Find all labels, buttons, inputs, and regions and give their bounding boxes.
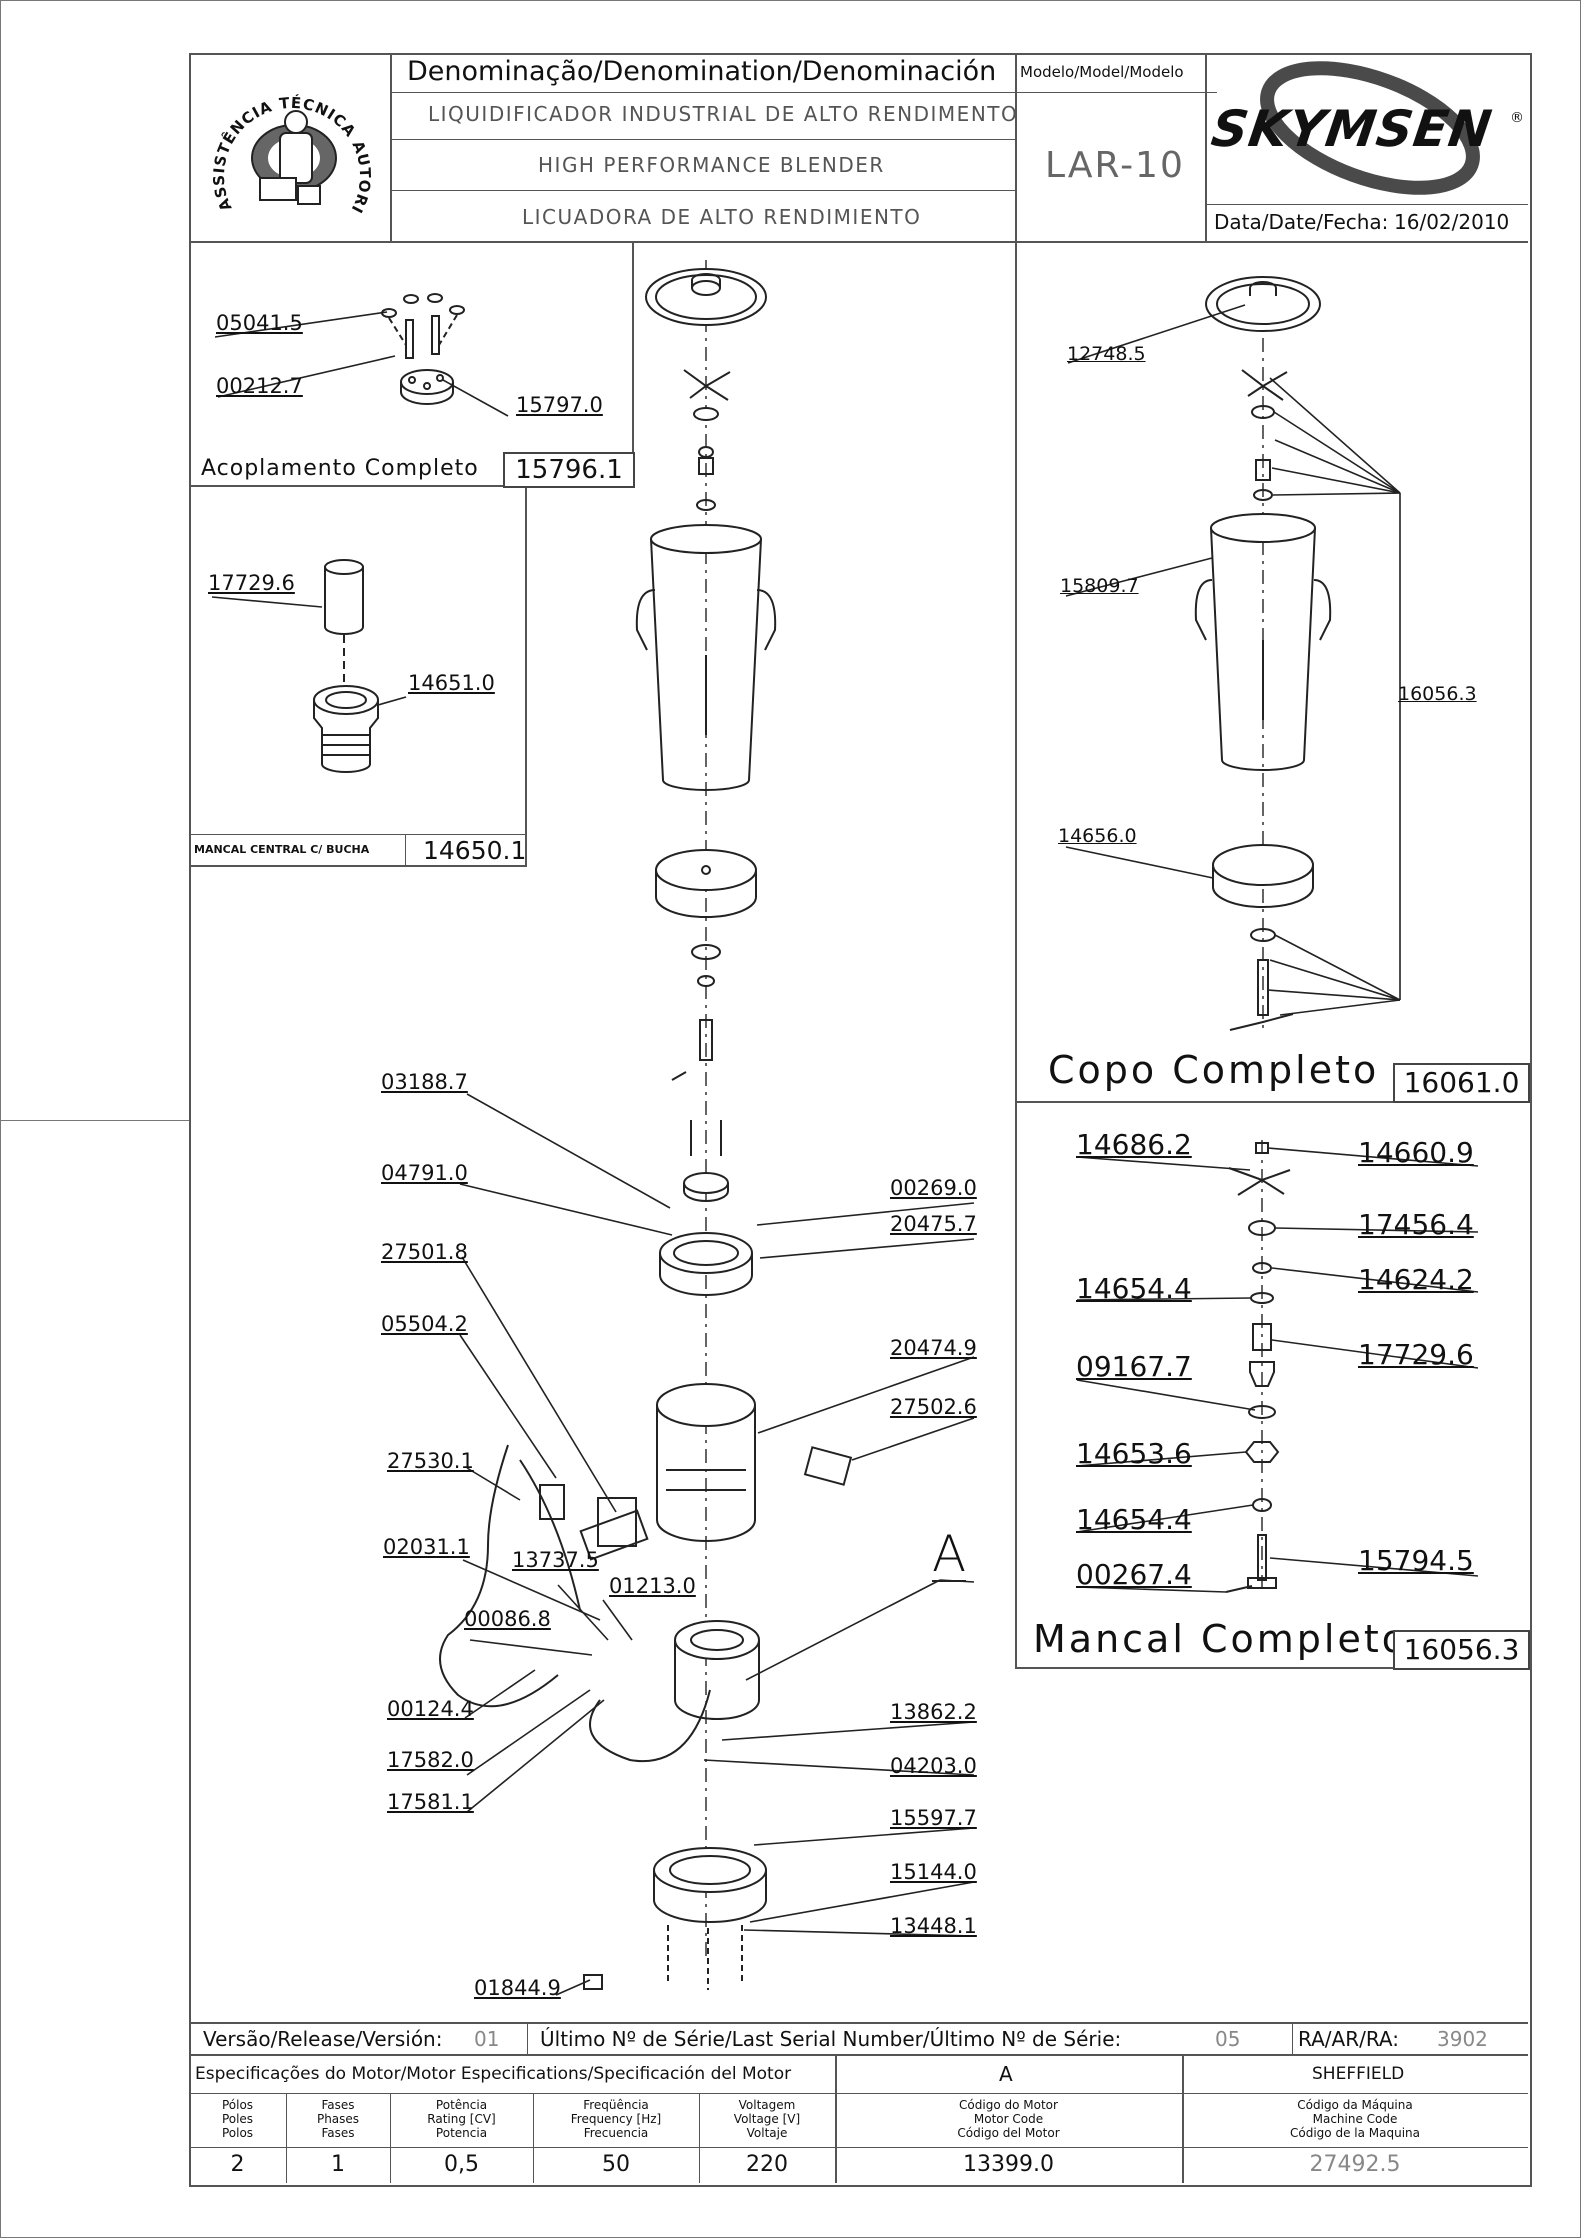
brand-logo: SKYMSEN ® (1207, 58, 1528, 198)
version-value: 01 (474, 2027, 500, 2051)
part-label: 20475.7 (890, 1212, 977, 1236)
coupling-code: 15796.1 (503, 452, 635, 488)
denomination-label: Denominação/Denomination/Denominación (407, 56, 997, 87)
part-label: 13448.1 (890, 1914, 977, 1938)
part-label: 27502.6 (890, 1395, 977, 1419)
serial-label: Último Nº de Série/Last Serial Number/Úl… (540, 2027, 1122, 2051)
model-value: LAR-10 (1045, 145, 1185, 186)
part-label: 15797.0 (516, 393, 603, 417)
part-label: 02031.1 (383, 1535, 470, 1559)
part-label: 17729.6 (1358, 1338, 1474, 1371)
ra-label: RA/AR/RA: (1298, 2027, 1399, 2051)
part-label: 27530.1 (387, 1449, 474, 1473)
spec-value: 13399.0 (963, 2152, 1054, 2177)
ra-value: 3902 (1437, 2027, 1488, 2051)
cup-title: Copo Completo (1048, 1048, 1380, 1092)
spec-value: 0,5 (444, 2152, 479, 2177)
part-label: 15144.0 (890, 1860, 977, 1884)
part-label: 14654.4 (1076, 1272, 1192, 1305)
motor-manufacturer: SHEFFIELD (1312, 2064, 1405, 2084)
part-label: 00212.7 (216, 374, 303, 398)
part-label: 00086.8 (464, 1607, 551, 1631)
motor-spec-label: Especificações do Motor/Motor Especifica… (195, 2064, 792, 2084)
part-label: 00267.4 (1076, 1558, 1192, 1591)
serial-value: 05 (1215, 2027, 1241, 2051)
part-label: 15809.7 (1060, 575, 1139, 597)
model-label: Modelo/Model/Modelo (1020, 63, 1184, 81)
cup-code: 16061.0 (1393, 1063, 1530, 1103)
mancal-title: Mancal Completo (1033, 1617, 1408, 1661)
spec-col-label: Voltagem Voltage [V] Voltaje (733, 2098, 801, 2140)
assistance-seal: ASSISTÊNCIA TÉCNICA AUTORIZADA (200, 58, 385, 238)
spec-col-label: Fases Phases Fases (316, 2098, 360, 2140)
part-label: 14656.0 (1058, 825, 1137, 847)
spec-col-label: Código do Motor Motor Code Código del Mo… (957, 2098, 1060, 2140)
part-label: 14654.4 (1076, 1503, 1192, 1536)
spec-col-label: Freqüência Frequency [Hz] Frecuencia (570, 2098, 662, 2140)
part-label: 17581.1 (387, 1790, 474, 1814)
part-label: 01213.0 (609, 1574, 696, 1598)
part-label: 16056.3 (1398, 683, 1477, 705)
spec-col-label: Potência Rating [CV] Potencia (427, 2098, 496, 2140)
part-label: 13737.5 (512, 1548, 599, 1572)
part-label: 17456.4 (1358, 1208, 1474, 1241)
part-label: 05041.5 (216, 311, 303, 335)
brand-name: SKYMSEN (1207, 100, 1496, 158)
part-label: 14686.2 (1076, 1128, 1192, 1161)
coupling-title: Acoplamento Completo (201, 456, 479, 481)
motor-type: A (999, 2062, 1013, 2086)
part-label: 04203.0 (890, 1754, 977, 1778)
spec-value: 50 (602, 2152, 630, 2177)
part-label: 04791.0 (381, 1161, 468, 1185)
version-label: Versão/Release/Versión: (203, 2027, 443, 2051)
name-english: HIGH PERFORMANCE BLENDER (538, 153, 885, 177)
left-margin-rule (0, 1120, 189, 1121)
bearing-code: 14650.1 (423, 836, 527, 865)
part-label: 13862.2 (890, 1700, 977, 1724)
part-label: 12748.5 (1067, 343, 1146, 365)
part-label: 17729.6 (208, 571, 295, 595)
part-label: 20474.9 (890, 1336, 977, 1360)
part-label: 03188.7 (381, 1070, 468, 1094)
part-label: 15597.7 (890, 1806, 977, 1830)
part-label: 27501.8 (381, 1240, 468, 1264)
name-spanish: LICUADORA DE ALTO RENDIMIENTO (522, 205, 922, 229)
part-label: 14660.9 (1358, 1136, 1474, 1169)
part-label: 00269.0 (890, 1176, 977, 1200)
part-label: 14651.0 (408, 671, 495, 695)
part-label: 09167.7 (1076, 1350, 1192, 1383)
spec-col-label: Código da Máquina Machine Code Código de… (1290, 2098, 1420, 2140)
callout-a: A (932, 1525, 967, 1583)
part-label: 14624.2 (1358, 1263, 1474, 1296)
registered-mark: ® (1510, 110, 1524, 126)
spec-col-label: Pólos Poles Polos (221, 2098, 254, 2140)
date-label: Data/Date/Fecha: (1214, 210, 1389, 234)
date-value: 16/02/2010 (1394, 210, 1510, 234)
spec-value: 2 (230, 2152, 245, 2177)
name-portuguese: LIQUIDIFICADOR INDUSTRIAL DE ALTO RENDIM… (428, 102, 1019, 126)
part-label: 15794.5 (1358, 1544, 1474, 1577)
part-label: 14653.6 (1076, 1437, 1192, 1470)
mancal-code: 16056.3 (1393, 1630, 1530, 1670)
spec-value: 1 (331, 2152, 345, 2177)
part-label: 01844.9 (474, 1976, 561, 2000)
bearing-title: MANCAL CENTRAL C/ BUCHA (194, 843, 370, 856)
part-label: 00124.4 (387, 1697, 474, 1721)
part-label: 05504.2 (381, 1312, 468, 1336)
part-label: 17582.0 (387, 1748, 474, 1772)
drawing-sheet (189, 53, 1532, 2187)
spec-value: 27492.5 (1309, 2152, 1401, 2177)
spec-value: 220 (746, 2152, 788, 2177)
